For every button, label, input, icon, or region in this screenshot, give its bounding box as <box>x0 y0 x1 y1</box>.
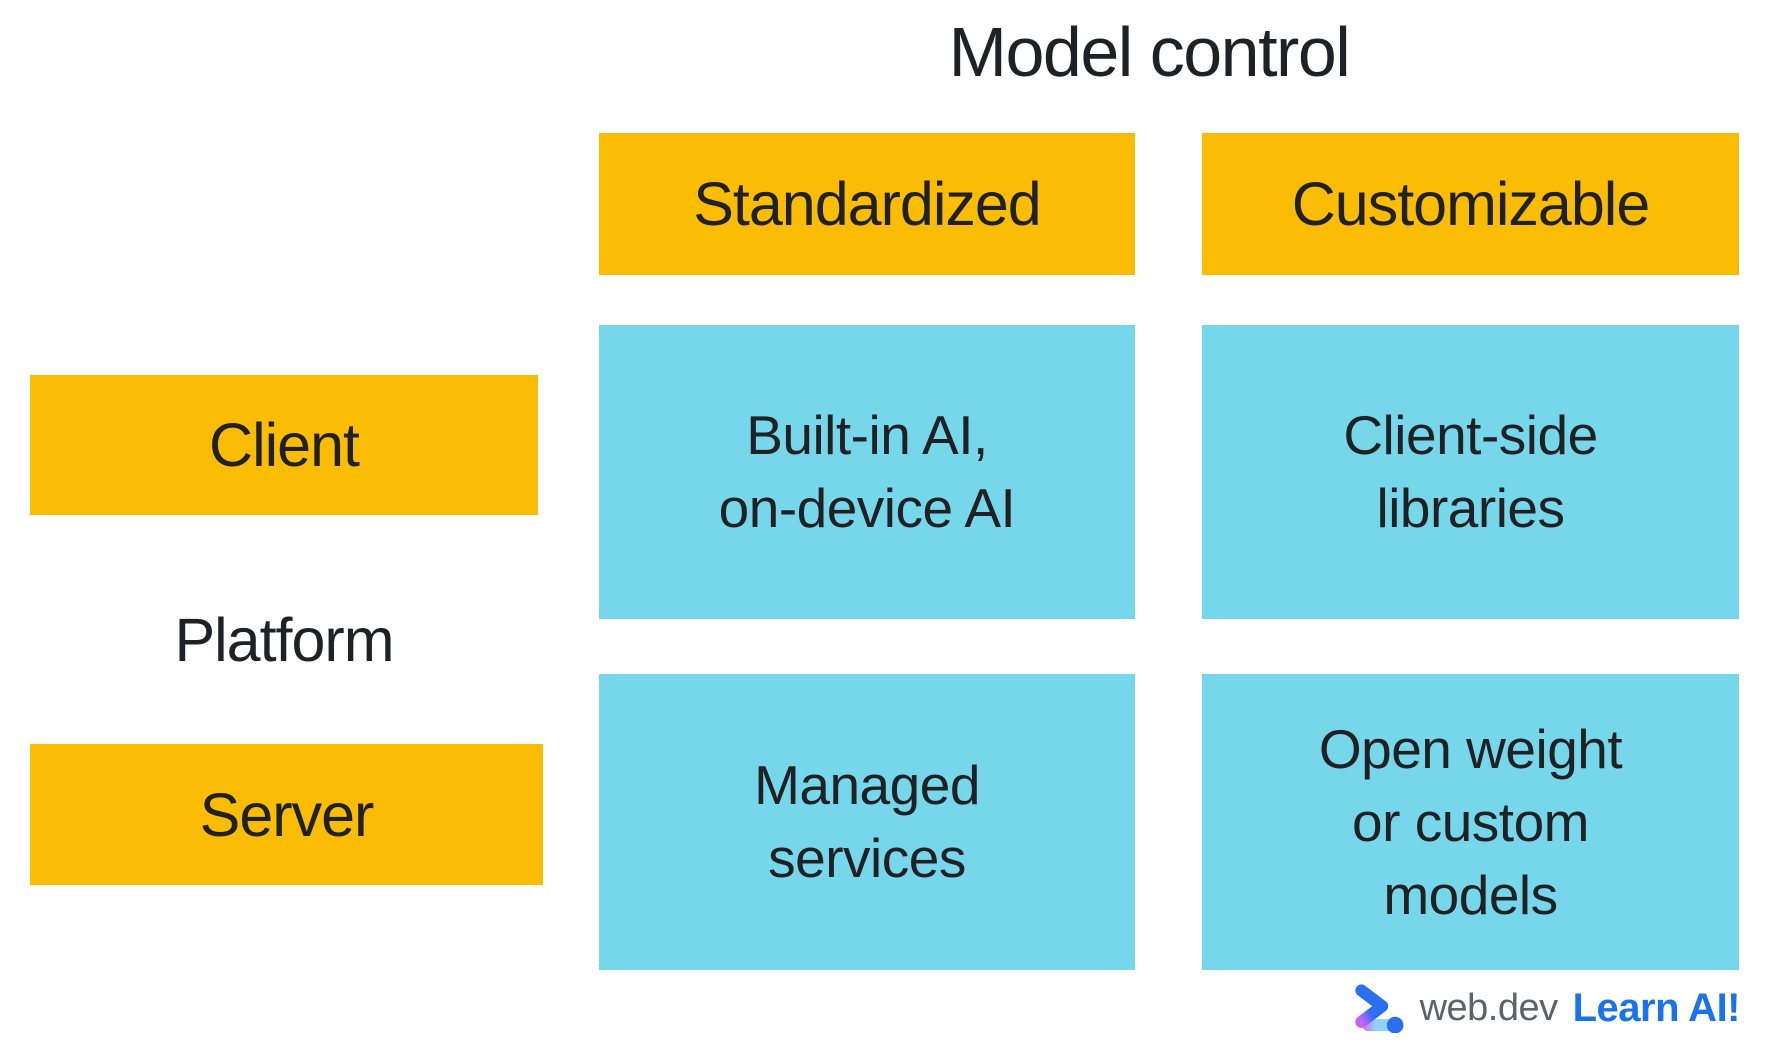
row-header-server-label: Server <box>199 780 375 849</box>
cell-client-customizable: Client-side libraries <box>1202 325 1739 619</box>
cell-server-standardized: Managed services <box>599 674 1135 970</box>
cell-server-customizable-line: models <box>1383 863 1558 926</box>
cell-server-customizable-line: or custom <box>1352 790 1589 853</box>
row-header-client: Client <box>30 375 538 515</box>
cell-server-customizable-line: Open weight <box>1318 717 1623 780</box>
cell-server-standardized-line: services <box>768 827 966 889</box>
footer-brand-lockup: web.dev Learn AI! <box>1351 980 1741 1036</box>
cell-server-standardized-line: Managed <box>754 754 980 816</box>
column-header-standardized: Standardized <box>599 133 1135 275</box>
learn-ai-text: Learn AI! <box>1572 985 1741 1030</box>
cell-client-customizable-line: libraries <box>1376 477 1565 539</box>
webdev-brand-text: web.dev <box>1419 986 1559 1029</box>
diagram-title: Model control <box>948 13 1351 91</box>
row-header-client-label: Client <box>209 411 360 479</box>
webdev-learn-ai-logo-icon <box>1351 983 1405 1033</box>
row-header-server: Server <box>30 744 543 885</box>
cell-client-standardized-line: on-device AI <box>718 477 1016 539</box>
cell-client-standardized: Built-in AI, on-device AI <box>599 325 1135 619</box>
column-header-standardized-label: Standardized <box>693 170 1041 238</box>
column-header-customizable-label: Customizable <box>1291 170 1651 238</box>
cell-server-customizable: Open weight or custom models <box>1202 674 1739 970</box>
row-axis-label-platform: Platform <box>174 606 394 674</box>
cell-client-standardized-line: Built-in AI, <box>746 404 988 466</box>
cell-client-customizable-line: Client-side <box>1343 404 1598 466</box>
column-header-customizable: Customizable <box>1202 133 1739 275</box>
